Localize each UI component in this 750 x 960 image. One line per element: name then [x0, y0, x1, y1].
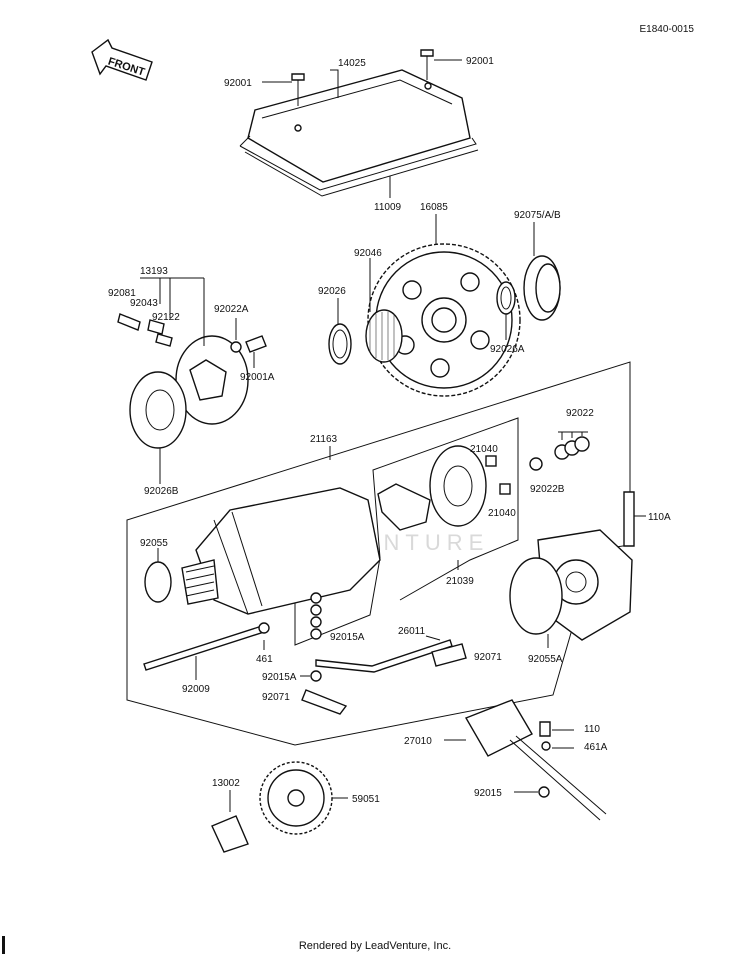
bolt-110	[539, 721, 551, 737]
callout-92001-right: 92001	[466, 56, 494, 67]
callout-92009: 92009	[182, 684, 210, 695]
nut-92015A-b	[310, 670, 322, 682]
callout-92122: 92122	[152, 312, 180, 323]
brush-21040-top	[485, 455, 497, 467]
washer-92026A	[496, 281, 516, 315]
callout-92081: 92081	[108, 288, 136, 299]
cover-14025	[239, 69, 479, 197]
callout-92026A: 92026A	[490, 344, 525, 355]
footer-credit: Rendered by LeadVenture, Inc.	[298, 940, 452, 952]
brush-holder-21039	[377, 445, 487, 531]
nut-stack	[310, 592, 322, 640]
diagram-id: E1840-0015	[639, 24, 695, 35]
callout-59051: 59051	[352, 794, 380, 805]
callout-92046: 92046	[354, 248, 382, 259]
leader-13193	[140, 277, 205, 346]
brush-21040-bot	[499, 483, 511, 495]
callout-13193: 13193	[140, 266, 168, 277]
margin-mark	[2, 936, 5, 954]
washer-92026	[328, 323, 352, 365]
callout-92001A: 92001A	[240, 372, 275, 383]
bolt-92001A	[245, 335, 267, 353]
leader-14025	[330, 69, 339, 98]
terminal-92071-a	[431, 643, 467, 667]
callout-92071-a: 92071	[474, 652, 502, 663]
clutch-13193	[175, 335, 249, 425]
callout-21040-bot: 21040	[488, 508, 516, 519]
starter-motor	[181, 487, 381, 615]
callout-14025: 14025	[338, 58, 366, 69]
callout-92055: 92055	[140, 538, 168, 549]
pin-92043	[147, 319, 165, 335]
callout-27010: 27010	[404, 736, 432, 747]
callout-92015: 92015	[474, 788, 502, 799]
callout-92022A: 92022A	[214, 304, 249, 315]
o-ring-92055A	[509, 557, 563, 635]
leader-26011	[425, 635, 441, 641]
bolt-92001-right	[420, 49, 434, 80]
callout-21039: 21039	[446, 576, 474, 587]
callout-110: 110	[584, 724, 600, 735]
bearing-92046	[365, 309, 403, 363]
callout-11009: 11009	[374, 202, 402, 213]
end-cover	[537, 529, 633, 641]
callout-13002: 13002	[212, 778, 240, 789]
callout-92026B: 92026B	[144, 486, 179, 497]
washer-92022B	[529, 457, 543, 471]
callout-461: 461	[256, 654, 273, 665]
nut-92015	[538, 786, 550, 798]
callout-92022B: 92022B	[530, 484, 565, 495]
callout-92055A: 92055A	[528, 654, 563, 665]
gear-59051	[259, 761, 333, 835]
callout-21163: 21163	[310, 434, 338, 445]
callout-92043: 92043	[130, 298, 158, 309]
washer-461A	[541, 741, 551, 751]
callout-92026: 92026	[318, 286, 346, 297]
callout-92071-b: 92071	[262, 692, 290, 703]
callout-92075: 92075/A/B	[514, 210, 561, 221]
terminal-92071-b	[301, 689, 348, 715]
cable-26011	[315, 639, 453, 673]
o-ring-92055	[144, 561, 172, 603]
plate-92026B	[129, 371, 187, 449]
bolt-92001-left	[291, 73, 305, 106]
washer-92022A	[230, 341, 242, 353]
callout-26011: 26011	[398, 626, 426, 637]
callout-92015A-b: 92015A	[262, 672, 297, 683]
bolt-110A	[623, 491, 635, 547]
front-arrow: FRONT	[91, 38, 153, 81]
seal-92075	[523, 255, 561, 321]
relay-27010	[464, 699, 607, 821]
washer-461	[258, 622, 270, 634]
roller-92122	[155, 333, 173, 347]
leader-110-461A	[552, 729, 574, 749]
leader-92022	[558, 431, 588, 440]
washers-92022	[554, 436, 590, 460]
callout-16085: 16085	[420, 202, 448, 213]
callout-92022: 92022	[566, 408, 594, 419]
callout-21040-top: 21040	[470, 444, 498, 455]
callout-110A: 110A	[648, 512, 671, 523]
bolt-92009	[143, 625, 265, 671]
collar-13002	[211, 815, 249, 853]
callout-92001-left: 92001	[224, 78, 252, 89]
callout-92015A-a: 92015A	[330, 632, 365, 643]
callout-461A: 461A	[584, 742, 608, 753]
spring-92081	[117, 313, 141, 331]
